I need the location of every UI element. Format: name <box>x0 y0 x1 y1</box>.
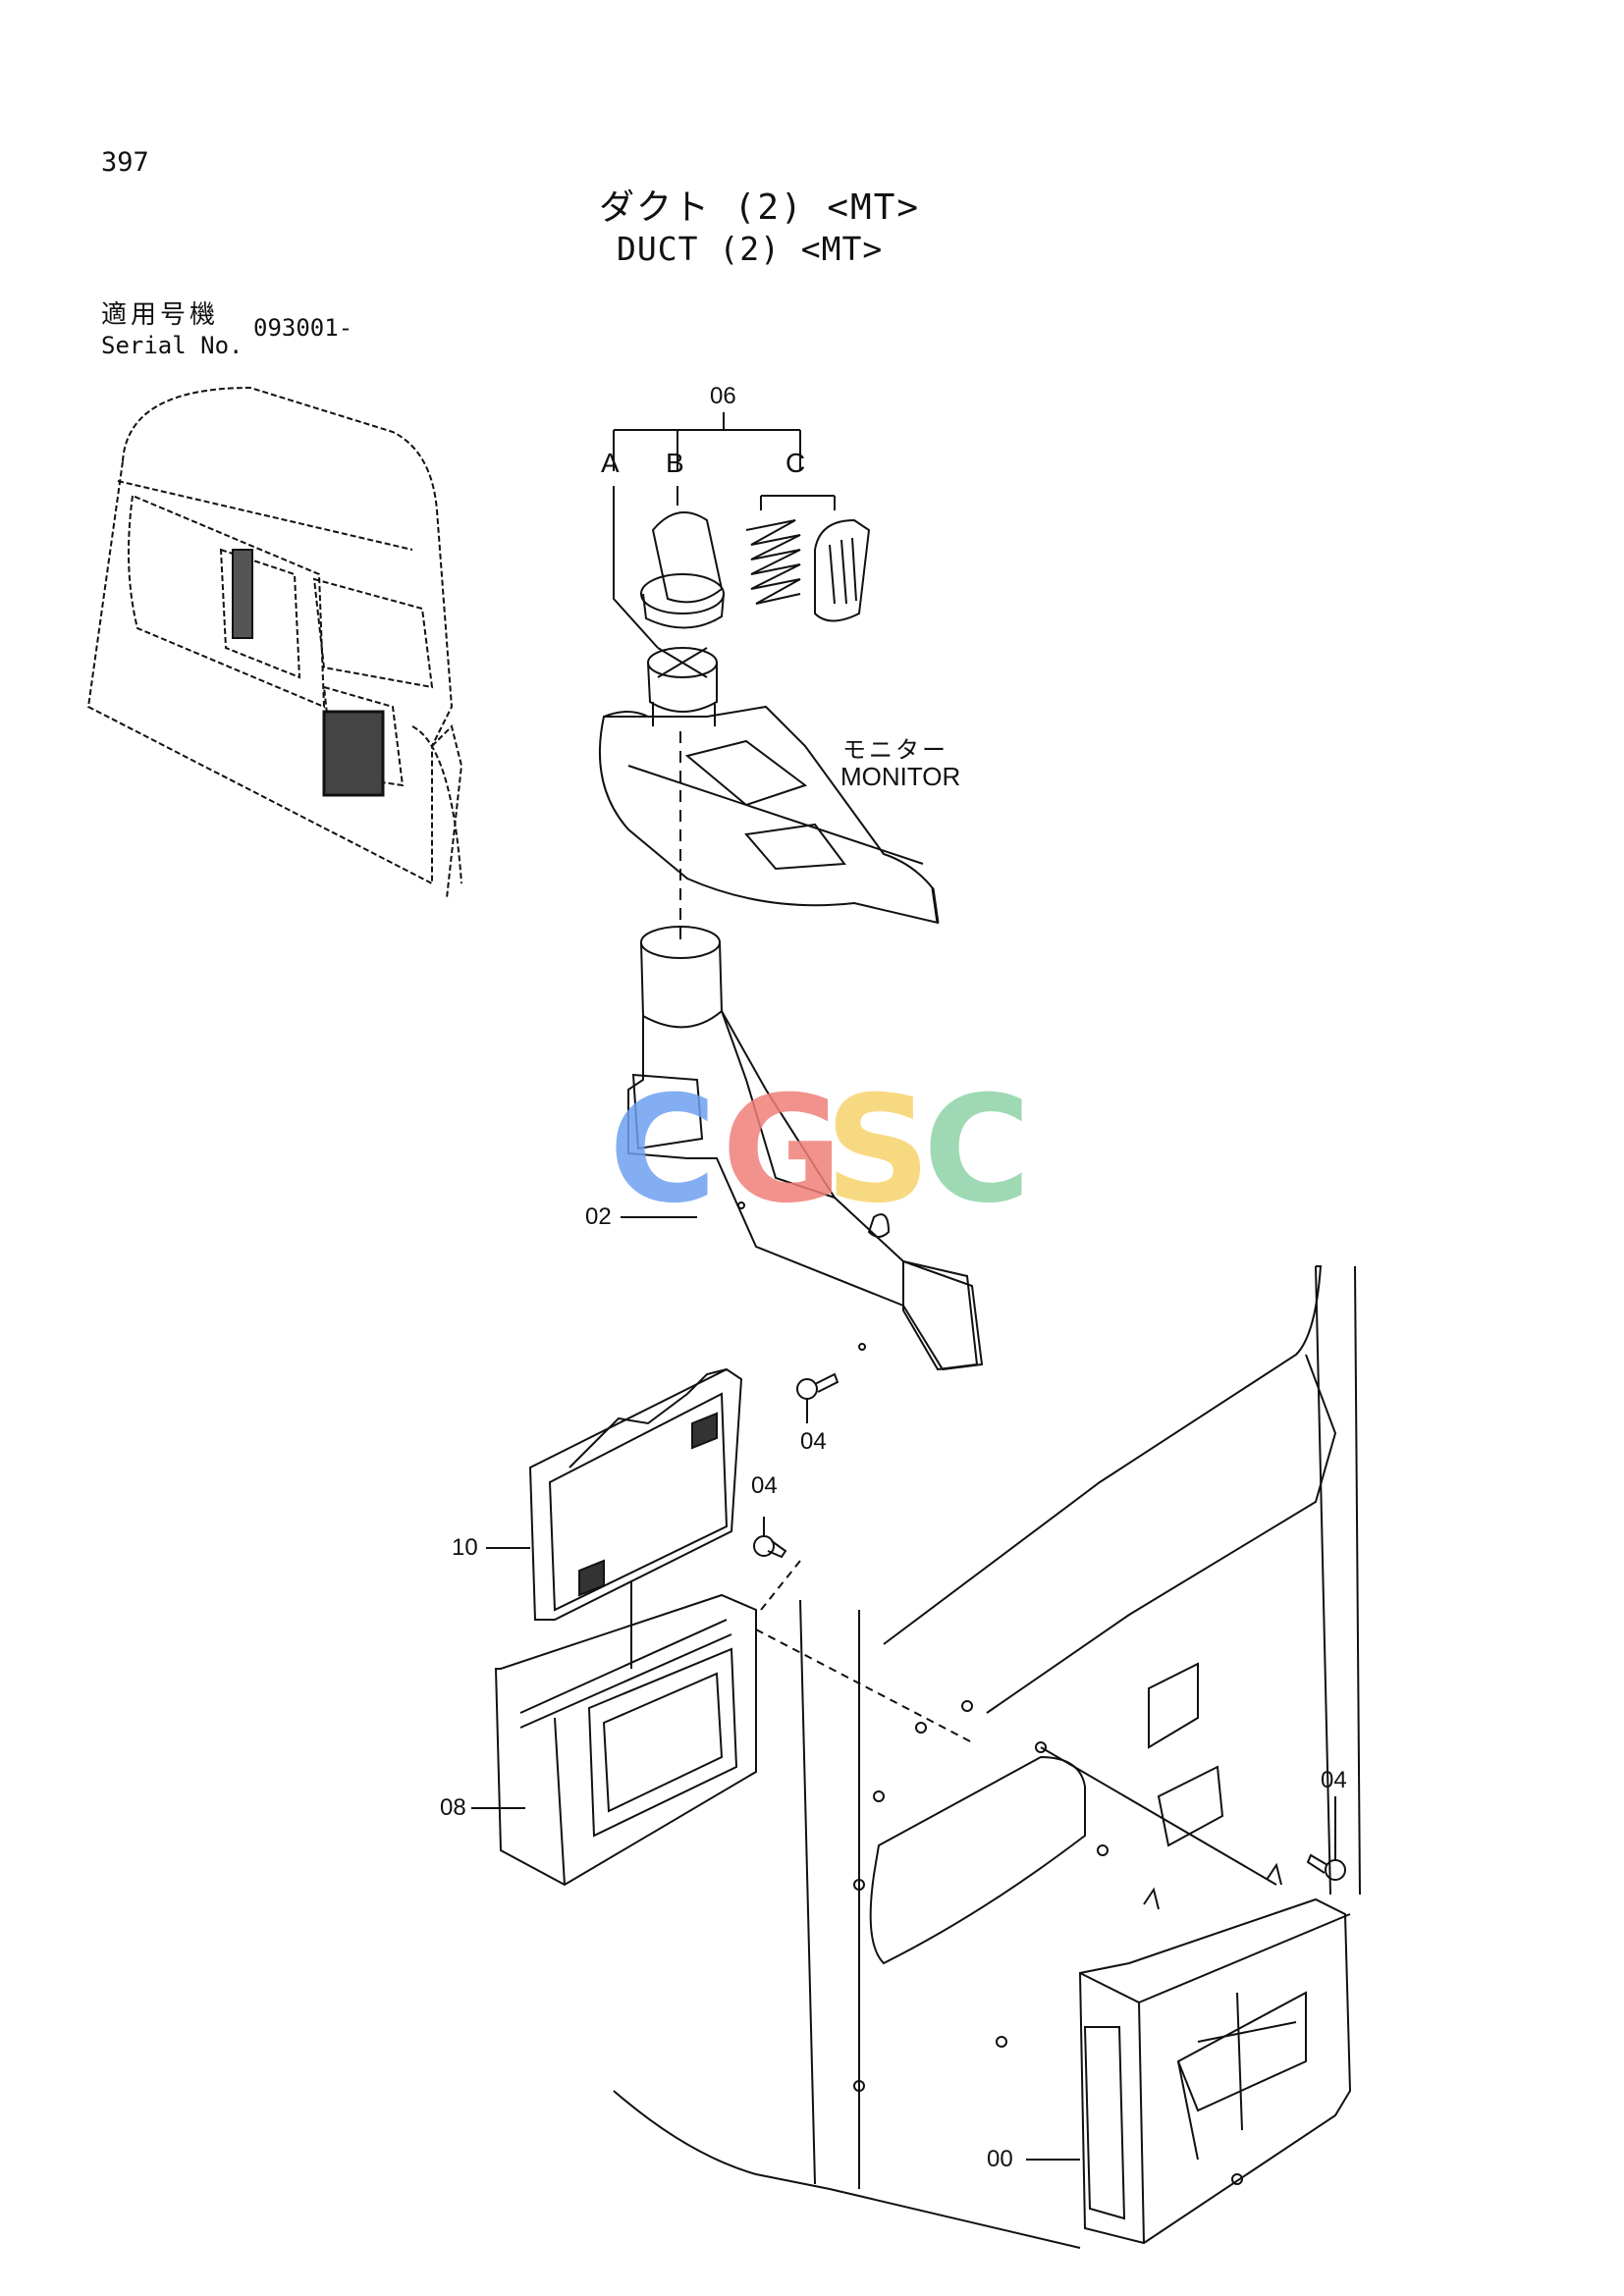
bolt-guide <box>1040 1746 1277 1886</box>
watermark-letter-2: G <box>722 1065 843 1236</box>
bracket-06 <box>613 412 836 649</box>
bolt-04-upper <box>796 1372 839 1423</box>
watermark-letter-4: C <box>923 1065 1032 1236</box>
serial-label-japanese: 適用号機 <box>101 300 220 330</box>
page-number: 397 <box>101 147 149 178</box>
serial-label-english: Serial No. <box>101 332 244 359</box>
callout-10: 10 <box>452 1534 478 1561</box>
callout-06: 06 <box>710 383 736 409</box>
cab-overview-illustration <box>86 386 463 899</box>
sub-callout-a: A <box>601 448 620 478</box>
cab-vent-illustration <box>232 549 385 797</box>
bolt-04-middle <box>753 1517 787 1559</box>
filter-10 <box>528 1367 743 1621</box>
filter-case-08 <box>494 1593 757 1887</box>
page-title-japanese: ダクト (2) <MT> <box>599 187 921 228</box>
callout-04-upper: 04 <box>800 1428 827 1455</box>
sub-callout-c: C <box>785 448 806 478</box>
callout-08: 08 <box>440 1794 466 1821</box>
monitor-housing <box>598 705 940 925</box>
grille-c <box>814 518 871 622</box>
monitor-label-english: MONITOR <box>840 762 961 791</box>
serial-number-value: 093001- <box>253 314 353 342</box>
sub-callout-b: B <box>666 448 684 478</box>
cab-wall <box>613 1265 1361 2249</box>
page-title-english: DUCT (2) <MT> <box>617 230 884 268</box>
callout-02: 02 <box>585 1203 612 1230</box>
spring-c <box>745 519 801 605</box>
watermark-letter-1: C <box>609 1065 718 1236</box>
watermark-letter-3: S <box>825 1065 932 1236</box>
mount-guide <box>755 1560 973 1743</box>
duct-02 <box>627 926 984 1371</box>
callout-04-right: 04 <box>1321 1767 1347 1793</box>
callout-04-middle: 04 <box>751 1472 778 1499</box>
bolt-04-right <box>1306 1796 1346 1881</box>
callout-00: 00 <box>987 2146 1013 2172</box>
monitor-label-japanese: モニター <box>842 737 948 764</box>
vent-nozzle <box>647 647 718 726</box>
leader-lines <box>471 1216 1080 2161</box>
cover-00 <box>1078 1862 1352 2245</box>
louver-b <box>640 511 725 629</box>
